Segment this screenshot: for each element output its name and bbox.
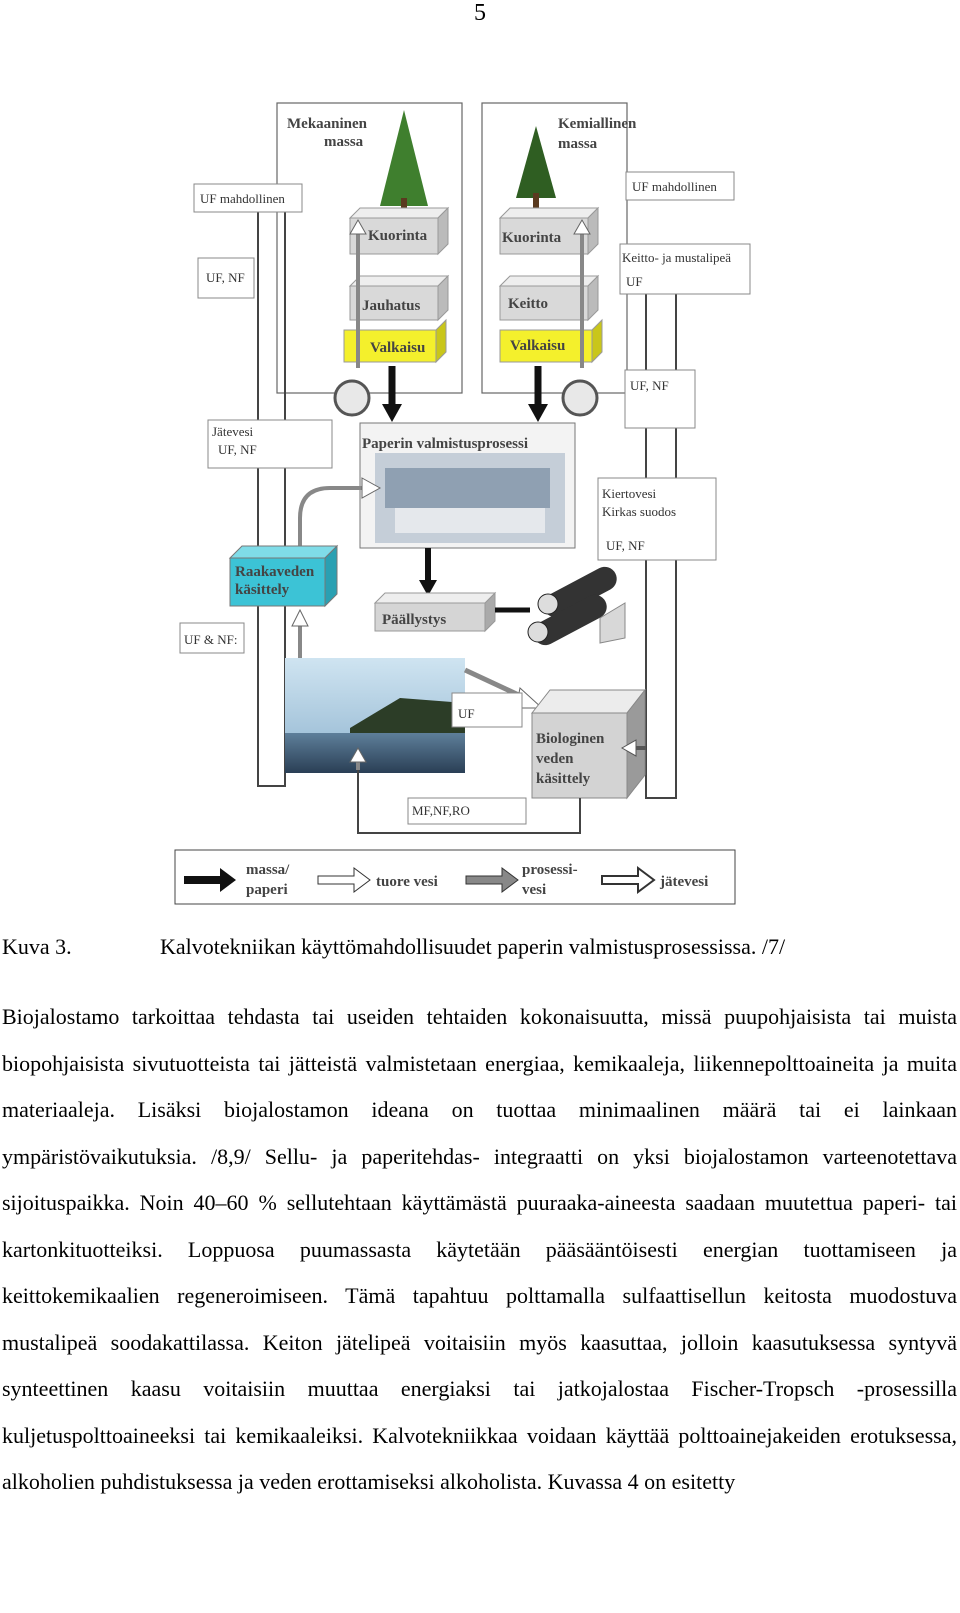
svg-text:Jätevesi: Jätevesi: [212, 424, 254, 439]
recycle-right-icon: [561, 379, 599, 417]
svg-text:Kuorinta: Kuorinta: [368, 228, 428, 244]
svg-text:Biologinen: Biologinen: [536, 731, 605, 747]
paallystys-box: Päällystys: [373, 591, 497, 633]
svg-text:UF, NF: UF, NF: [630, 378, 669, 393]
callout-uf-mahdollinen-left: UF mahdollinen: [193, 183, 303, 213]
svg-text:UF, NF: UF, NF: [218, 442, 257, 457]
jauhatus-box: Jauhatus: [348, 274, 450, 322]
svg-text:käsittely: käsittely: [235, 582, 290, 598]
callout-mf-nf-ro: MF,NF,RO: [407, 797, 527, 825]
svg-text:UF, NF: UF, NF: [206, 270, 245, 285]
kuorinta-right-box: Kuorinta: [498, 206, 600, 256]
figure-caption: Kuva 3. Kalvotekniikan käyttömahdollisuud…: [2, 934, 785, 960]
process-diagram: Mekaaninen massa Kemiallinen massa Kuori…: [174, 102, 751, 905]
kuorinta-left-box: Kuorinta: [348, 206, 450, 256]
svg-text:UF: UF: [626, 274, 643, 289]
lake-photo: [285, 658, 465, 773]
svg-text:Kirkas suodos: Kirkas suodos: [602, 504, 676, 519]
callout-uf-mahdollinen-right: UF mahdollinen: [625, 171, 735, 201]
paper-rolls-icon: [527, 566, 626, 646]
svg-text:paperi: paperi: [246, 882, 288, 898]
svg-text:Keitto: Keitto: [508, 296, 548, 312]
callout-keitto-mustalipea: Keitto- ja mustalipeä UF: [619, 243, 751, 295]
callout-kiertovesi: Kiertovesi Kirkas suodos UF, NF: [597, 477, 717, 561]
callout-uf-bottom: UF: [451, 692, 523, 728]
svg-text:massa/: massa/: [246, 862, 290, 878]
svg-text:MF,NF,RO: MF,NF,RO: [412, 803, 470, 818]
callout-jatevesi: Jätevesi UF, NF: [207, 419, 333, 469]
svg-text:Valkaisu: Valkaisu: [370, 340, 425, 356]
caption-label: Kuva 3.: [2, 934, 72, 959]
body-paragraph: Biojalostamo tarkoittaa tehdasta tai use…: [2, 1004, 957, 1494]
svg-text:Raakaveden: Raakaveden: [235, 564, 315, 580]
svg-text:tuore vesi: tuore vesi: [376, 874, 438, 890]
callout-uf-and-nf: UF & NF:: [179, 622, 245, 654]
diagram-legend: massa/ paperi tuore vesi prosessi- vesi …: [174, 849, 736, 905]
svg-text:Keitto- ja mustalipeä: Keitto- ja mustalipeä: [622, 250, 731, 265]
svg-text:UF & NF:: UF & NF:: [184, 632, 237, 647]
biologinen-box: Biologinen veden käsittely: [530, 688, 647, 800]
mekaaninen-label: Mekaaninen: [287, 116, 368, 132]
svg-text:Kuorinta: Kuorinta: [502, 230, 562, 246]
svg-text:veden: veden: [536, 751, 574, 767]
callout-uf-nf-left: UF, NF: [197, 257, 255, 299]
paper-process-box: Paperin valmistusprosessi: [359, 422, 576, 549]
body-text: Biojalostamo tarkoittaa tehdasta tai use…: [2, 994, 957, 1506]
page-number: 5: [474, 0, 486, 26]
svg-text:UF, NF: UF, NF: [606, 538, 645, 553]
svg-text:Jauhatus: Jauhatus: [362, 298, 421, 314]
svg-text:UF mahdollinen: UF mahdollinen: [200, 191, 285, 206]
svg-text:jätevesi: jätevesi: [659, 874, 708, 890]
svg-text:Kiertovesi: Kiertovesi: [602, 486, 657, 501]
mekaaninen-label-2: massa: [324, 134, 364, 150]
valkaisu-right-box: Valkaisu: [499, 318, 603, 364]
svg-text:käsittely: käsittely: [536, 771, 591, 787]
valkaisu-left-box: Valkaisu: [343, 318, 447, 364]
svg-text:Valkaisu: Valkaisu: [510, 338, 565, 354]
callout-uf-nf-right: UF, NF: [624, 369, 696, 429]
svg-text:Paperin valmistusprosessi: Paperin valmistusprosessi: [362, 436, 528, 452]
svg-text:Päällystys: Päällystys: [382, 612, 446, 628]
svg-text:prosessi-: prosessi-: [522, 862, 578, 878]
recycle-left-icon: [333, 379, 371, 417]
keitto-box: Keitto: [498, 274, 600, 322]
kemiallinen-label: Kemiallinen: [558, 116, 637, 132]
svg-text:UF: UF: [458, 706, 475, 721]
kemiallinen-label-2: massa: [558, 136, 598, 152]
caption-text: Kalvotekniikan käyttömahdollisuudet pape…: [160, 934, 786, 959]
svg-text:vesi: vesi: [522, 882, 546, 898]
svg-text:UF mahdollinen: UF mahdollinen: [632, 179, 717, 194]
raakavesi-box: Raakaveden käsittely: [228, 544, 339, 608]
